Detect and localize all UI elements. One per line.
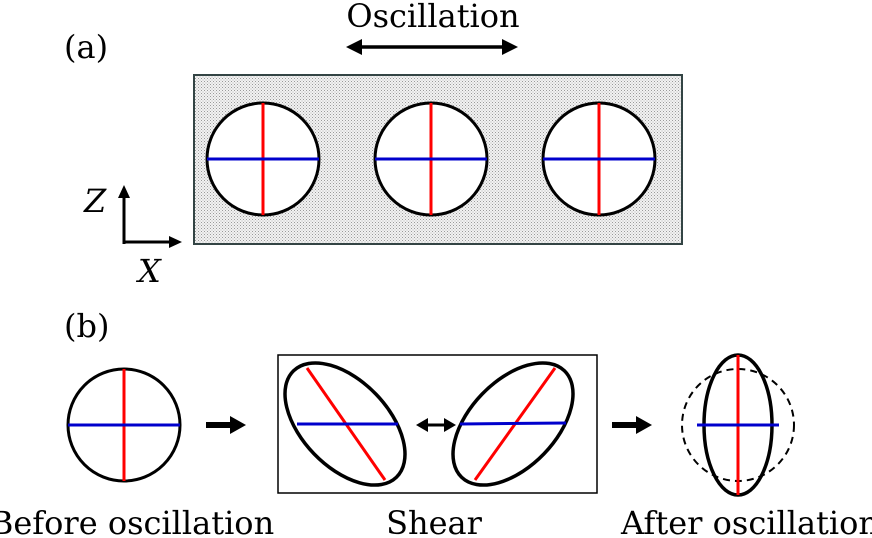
after-ellipse bbox=[681, 353, 795, 497]
shear-double-arrow-icon bbox=[416, 418, 456, 432]
caption-after: After oscillation bbox=[620, 504, 872, 538]
shear-box bbox=[277, 354, 598, 494]
axes-icon bbox=[118, 185, 182, 248]
right-arrow-icon bbox=[206, 416, 246, 434]
axis-z-label: Z bbox=[83, 182, 107, 220]
panel-a-label: (a) bbox=[64, 28, 108, 66]
circle-a1 bbox=[205, 101, 321, 217]
oscillation-label: Oscillation bbox=[346, 0, 519, 35]
caption-before: Before oscillation bbox=[0, 504, 274, 538]
right-arrow-icon bbox=[612, 416, 652, 434]
caption-shear: Shear bbox=[386, 504, 483, 538]
circle-a3 bbox=[541, 101, 657, 217]
sheared-ellipse-right bbox=[451, 361, 575, 487]
axis-x-label: X bbox=[135, 252, 162, 290]
panel-b-label: (b) bbox=[64, 307, 109, 345]
before-circle bbox=[66, 367, 182, 483]
circle-a2 bbox=[373, 101, 489, 217]
oscillation-arrow-icon bbox=[346, 39, 518, 55]
sheared-ellipse-left bbox=[283, 361, 407, 487]
